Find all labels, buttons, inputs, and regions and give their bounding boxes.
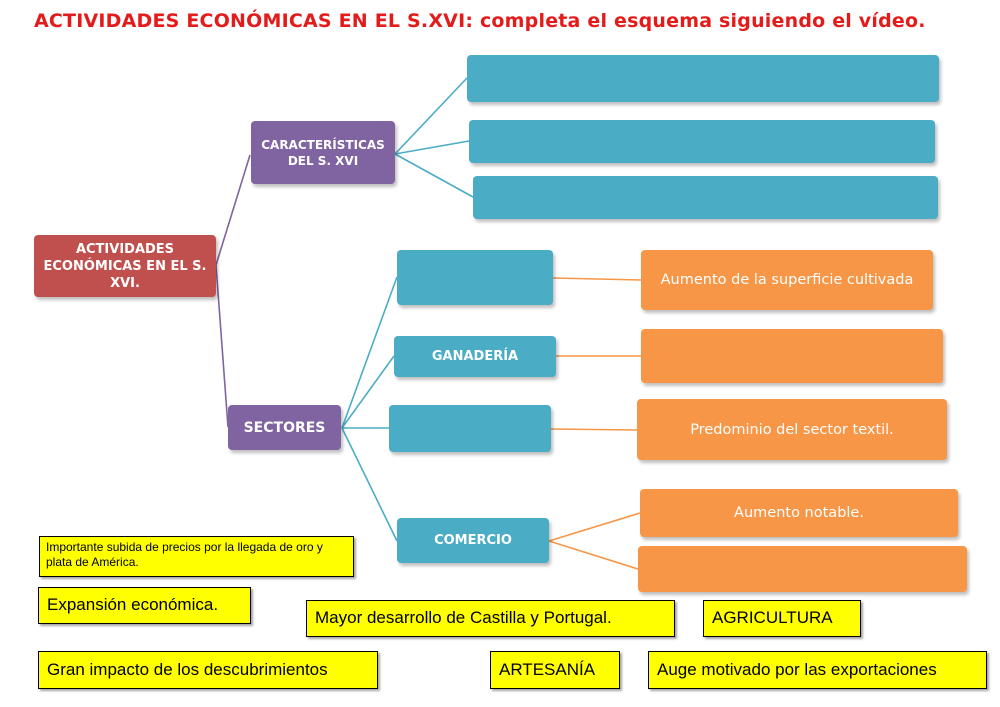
answer-card-expansion-text: Expansión económica. xyxy=(47,595,219,614)
detail-artesania: Predominio del sector textil. xyxy=(637,399,947,460)
characteristic-slot-2[interactable] xyxy=(469,120,935,163)
sector-slot-1[interactable] xyxy=(397,250,553,305)
sector-ganaderia: GANADERÍA xyxy=(394,336,556,377)
root-node-label: ACTIVIDADES ECONÓMICAS EN EL S. XVI. xyxy=(43,241,207,291)
sectors-node: SECTORES xyxy=(228,405,341,450)
answer-card-agricultura-text: AGRICULTURA xyxy=(712,608,833,627)
answer-card-descubrimientos-text: Gran impacto de los descubrimientos xyxy=(47,660,328,679)
answer-card-castilla[interactable]: Mayor desarrollo de Castilla y Portugal. xyxy=(306,600,675,637)
detail-agricultura-text: Aumento de la superficie cultivada xyxy=(660,272,914,288)
detail-comercio-1-text: Aumento notable. xyxy=(734,505,864,521)
answer-card-castilla-text: Mayor desarrollo de Castilla y Portugal. xyxy=(315,608,612,627)
answer-card-precios[interactable]: Importante subida de precios por la lleg… xyxy=(39,536,354,577)
page-title: ACTIVIDADES ECONÓMICAS EN EL S.XVI: comp… xyxy=(34,10,926,32)
answer-card-artesania[interactable]: ARTESANÍA xyxy=(490,651,620,689)
answer-card-expansion[interactable]: Expansión económica. xyxy=(38,587,251,624)
sector-slot-3[interactable] xyxy=(389,405,551,452)
sector-comercio-label: COMERCIO xyxy=(434,532,512,548)
sector-comercio: COMERCIO xyxy=(397,518,549,563)
answer-card-artesania-text: ARTESANÍA xyxy=(499,660,596,679)
characteristic-slot-3[interactable] xyxy=(473,176,938,219)
detail-artesania-text: Predominio del sector textil. xyxy=(690,421,894,438)
characteristic-slot-1[interactable] xyxy=(467,55,939,102)
characteristics-node-label: CARACTERÍSTICAS DEL S. XVI xyxy=(261,137,385,168)
answer-card-precios-text: Importante subida de precios por la lleg… xyxy=(46,540,323,569)
detail-agricultura: Aumento de la superficie cultivada xyxy=(641,250,933,310)
detail-slot-comercio-2[interactable] xyxy=(638,546,967,592)
answer-card-agricultura[interactable]: AGRICULTURA xyxy=(703,600,861,637)
detail-slot-ganaderia[interactable] xyxy=(641,329,943,383)
answer-card-exportaciones[interactable]: Auge motivado por las exportaciones xyxy=(648,651,987,689)
detail-comercio-1: Aumento notable. xyxy=(640,489,958,537)
characteristics-node: CARACTERÍSTICAS DEL S. XVI xyxy=(251,121,395,184)
answer-card-exportaciones-text: Auge motivado por las exportaciones xyxy=(657,660,937,679)
answer-card-descubrimientos[interactable]: Gran impacto de los descubrimientos xyxy=(38,651,378,689)
sectors-node-label: SECTORES xyxy=(243,419,326,436)
root-node: ACTIVIDADES ECONÓMICAS EN EL S. XVI. xyxy=(34,235,216,297)
sector-ganaderia-label: GANADERÍA xyxy=(431,348,519,364)
